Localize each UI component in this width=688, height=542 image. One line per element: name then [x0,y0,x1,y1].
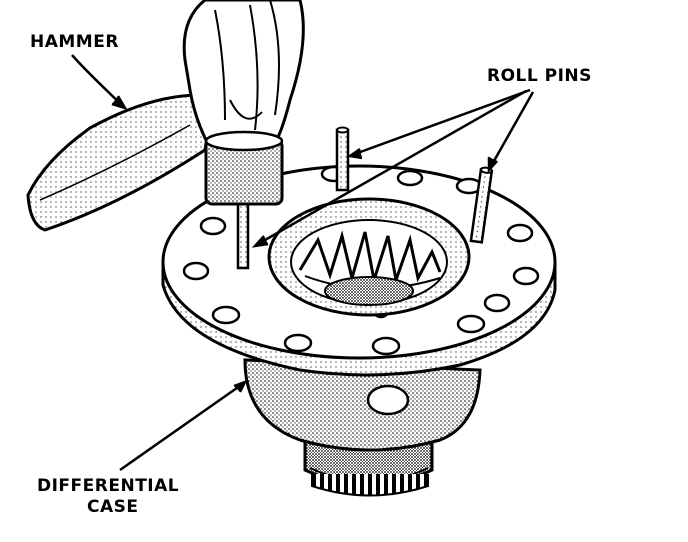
differential-case-flange [161,164,557,377]
roll-pins-label: ROLL PINS [487,66,592,86]
differential-case-label-line1: DIFFERENTIAL [37,476,180,496]
roll-pin-leader-1 [351,88,531,157]
hammer [26,0,305,232]
center-bore-gears [267,197,471,317]
roll-pins [236,126,494,270]
roll-pin-leader-3 [257,89,527,246]
roll-pin-right [469,166,494,244]
hammer-label: HAMMER [30,32,119,52]
roll-pin-leader-2 [488,91,535,169]
roll-pin-center [335,126,350,192]
leader-lines [71,54,535,472]
differential-case-leader [119,381,245,472]
roll-pin-being-driven [236,196,250,270]
differential-case-label-line2: CASE [87,497,139,517]
differential-case-body [243,358,482,497]
flange-bolt-holes [182,165,540,356]
